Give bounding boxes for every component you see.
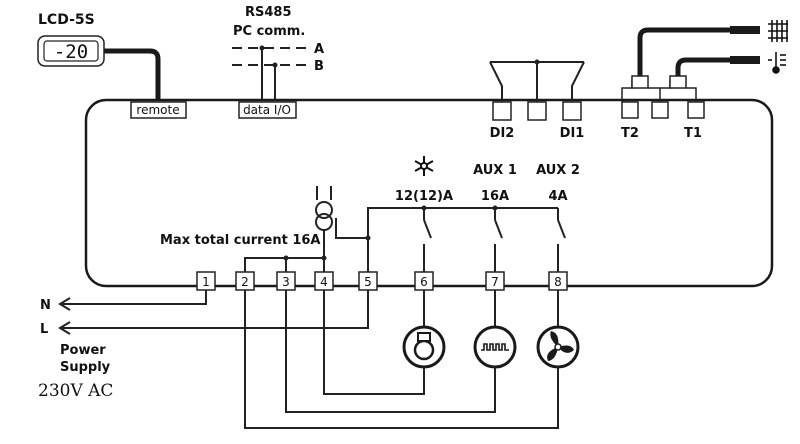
svg-text:3: 3 xyxy=(282,275,290,289)
svg-text:8: 8 xyxy=(554,275,562,289)
di1-terminal xyxy=(562,101,582,121)
heater-return-wire xyxy=(285,290,496,413)
terminal-bus-2-3-4 xyxy=(244,257,324,272)
neutral-wire xyxy=(62,290,207,305)
t2-probe-cable xyxy=(637,27,730,88)
relay-contact-7 xyxy=(494,208,503,272)
line-a-label: A xyxy=(314,42,324,57)
di-common-terminal xyxy=(527,101,547,121)
aux2-label: AUX 2 xyxy=(536,163,580,178)
power-label: Power xyxy=(60,343,106,358)
t2-label: T2 xyxy=(621,126,639,141)
pc-comm-label: PC comm. xyxy=(233,24,305,39)
di2-switch xyxy=(489,61,503,104)
supply-label: Supply xyxy=(60,360,111,375)
svg-text:6: 6 xyxy=(420,275,428,289)
lcd-label: LCD-5S xyxy=(38,12,95,28)
snowflake-icon xyxy=(414,156,434,176)
t2-terminal xyxy=(621,101,639,119)
di2-terminal xyxy=(492,101,512,121)
remote-cable xyxy=(104,48,161,104)
rs485-label: RS485 xyxy=(245,5,292,20)
t1-label: T1 xyxy=(684,126,702,141)
compressor-return-wire xyxy=(323,290,425,395)
line-wire xyxy=(62,290,369,329)
svg-text:5: 5 xyxy=(364,275,372,289)
aux1-label: AUX 1 xyxy=(473,163,517,178)
relay-contact-6 xyxy=(423,208,432,272)
remote-connector xyxy=(130,101,187,119)
probe-common-terminal xyxy=(651,101,669,119)
voltage-label: 230V AC xyxy=(38,381,113,401)
max-current-label: Max total current 16A xyxy=(160,233,320,248)
neutral-label: N xyxy=(40,298,51,313)
lcd-readout: -20 xyxy=(54,41,88,63)
data-io-connector xyxy=(238,101,297,119)
di1-switch xyxy=(571,61,585,104)
remote-label: remote xyxy=(136,103,179,117)
transformer-symbol xyxy=(315,186,333,231)
compressor-icon xyxy=(402,325,446,369)
compressor-rating: 12(12)A xyxy=(395,189,453,204)
svg-text:1: 1 xyxy=(202,275,210,289)
data-io-label: data I/O xyxy=(243,103,291,117)
svg-text:4: 4 xyxy=(320,275,328,289)
di2-label: DI2 xyxy=(490,126,515,141)
svg-text:7: 7 xyxy=(491,275,499,289)
aux2-rating: 4A xyxy=(548,189,567,204)
aux1-rating: 16A xyxy=(481,189,509,204)
fan-icon xyxy=(536,325,580,369)
fan-return-wire xyxy=(244,290,559,429)
terminal-block: 1 2 3 4 5 6 7 8 xyxy=(196,271,568,291)
t2-probe-tip xyxy=(730,26,760,34)
t1-probe-cable xyxy=(675,57,730,88)
svg-text:2: 2 xyxy=(241,275,249,289)
evaporator-coil-icon xyxy=(768,20,788,42)
line-b-label: B xyxy=(314,59,324,74)
line-label: L xyxy=(40,322,48,337)
t1-terminal xyxy=(687,101,705,119)
di1-label: DI1 xyxy=(560,126,585,141)
thermometer-icon xyxy=(768,52,786,74)
t1-probe-tip xyxy=(730,56,760,64)
lcd-screen xyxy=(43,40,99,62)
defrost-heater-icon xyxy=(473,325,517,369)
relay-contact-8 xyxy=(557,208,566,272)
